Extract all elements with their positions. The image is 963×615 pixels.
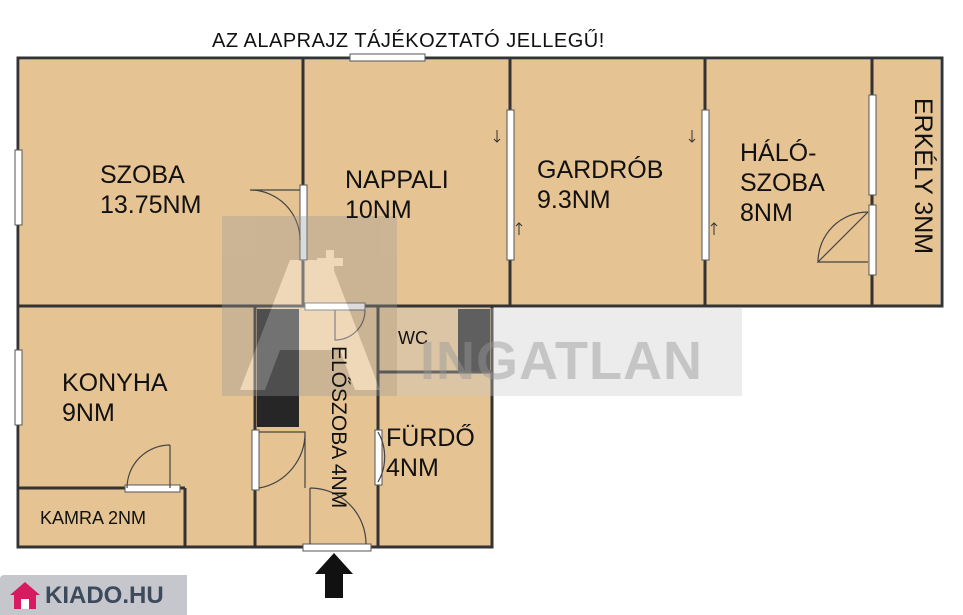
room-haloszoba: HÁLÓ- SZOBA 8NM <box>740 138 825 228</box>
room-kamra: KAMRA 2NM <box>40 508 147 528</box>
window-szoba <box>14 149 23 226</box>
window-konyha <box>14 349 23 426</box>
room-szoba-name: SZOBA <box>100 161 185 189</box>
door-frame-entrance <box>302 543 372 552</box>
room-eloszoba: ELŐSZOBA 4NM <box>327 346 350 509</box>
watermark-band <box>397 308 742 396</box>
watermark-a-letter <box>240 260 380 390</box>
watermark-plus <box>317 250 343 275</box>
room-gardrob-area: 9.3NM <box>537 186 611 214</box>
column-right <box>458 309 490 371</box>
room-gardrob: GARDRÓB 9.3NM <box>537 155 663 215</box>
room-haloszoba-area: 8NM <box>740 199 793 227</box>
room-haloszoba-name1: HÁLÓ- <box>740 139 817 167</box>
room-szoba: SZOBA 13.75NM <box>100 160 201 220</box>
windows <box>14 53 877 552</box>
logo-text: KIADO.HU <box>45 582 164 609</box>
room-furdo-name: FÜRDŐ <box>386 424 475 452</box>
entrance-arrow <box>315 553 353 598</box>
room-erkely: ERKÉLY 3NM <box>909 98 937 255</box>
door-frame-furdo <box>374 429 383 486</box>
slide-arrows <box>493 130 718 235</box>
watermark-text: INGATLAN <box>420 331 703 391</box>
top-row-floor <box>20 60 940 306</box>
room-nappali: NAPPALI 10NM <box>345 165 449 225</box>
sliding-door-nappali-gardrob <box>506 109 515 261</box>
watermark-a-block <box>222 216 397 396</box>
floor-areas <box>20 60 940 546</box>
house-icon <box>10 582 40 609</box>
room-gardrob-name: GARDRÓB <box>537 156 664 184</box>
room-nappali-name: NAPPALI <box>345 166 449 194</box>
room-konyha-area: 9NM <box>62 399 115 427</box>
door-frame-kamra <box>124 484 181 493</box>
room-konyha-name: KONYHA <box>62 369 168 397</box>
window-nappali <box>349 53 426 62</box>
room-nappali-area: 10NM <box>345 196 412 224</box>
room-konyha: KONYHA 9NM <box>62 368 168 428</box>
window-erkely-2 <box>868 204 877 276</box>
room-szoba-area: 13.75NM <box>100 191 202 219</box>
room-furdo-area: 4NM <box>386 454 439 482</box>
door-frame-konyha <box>251 429 260 491</box>
window-erkely-1 <box>868 94 877 196</box>
column-left <box>257 309 299 427</box>
disclaimer-text: AZ ALAPRAJZ TÁJÉKOZTATÓ JELLEGŰ! <box>212 30 605 52</box>
door-frame-szoba <box>299 184 308 261</box>
watermark-graphic <box>222 216 742 396</box>
sliding-door-gardrob-haloszoba <box>701 109 710 261</box>
room-wc: WC <box>398 328 428 348</box>
room-haloszoba-name2: SZOBA <box>740 169 825 197</box>
room-furdo: FÜRDŐ 4NM <box>386 423 475 483</box>
door-swings <box>126 189 869 545</box>
